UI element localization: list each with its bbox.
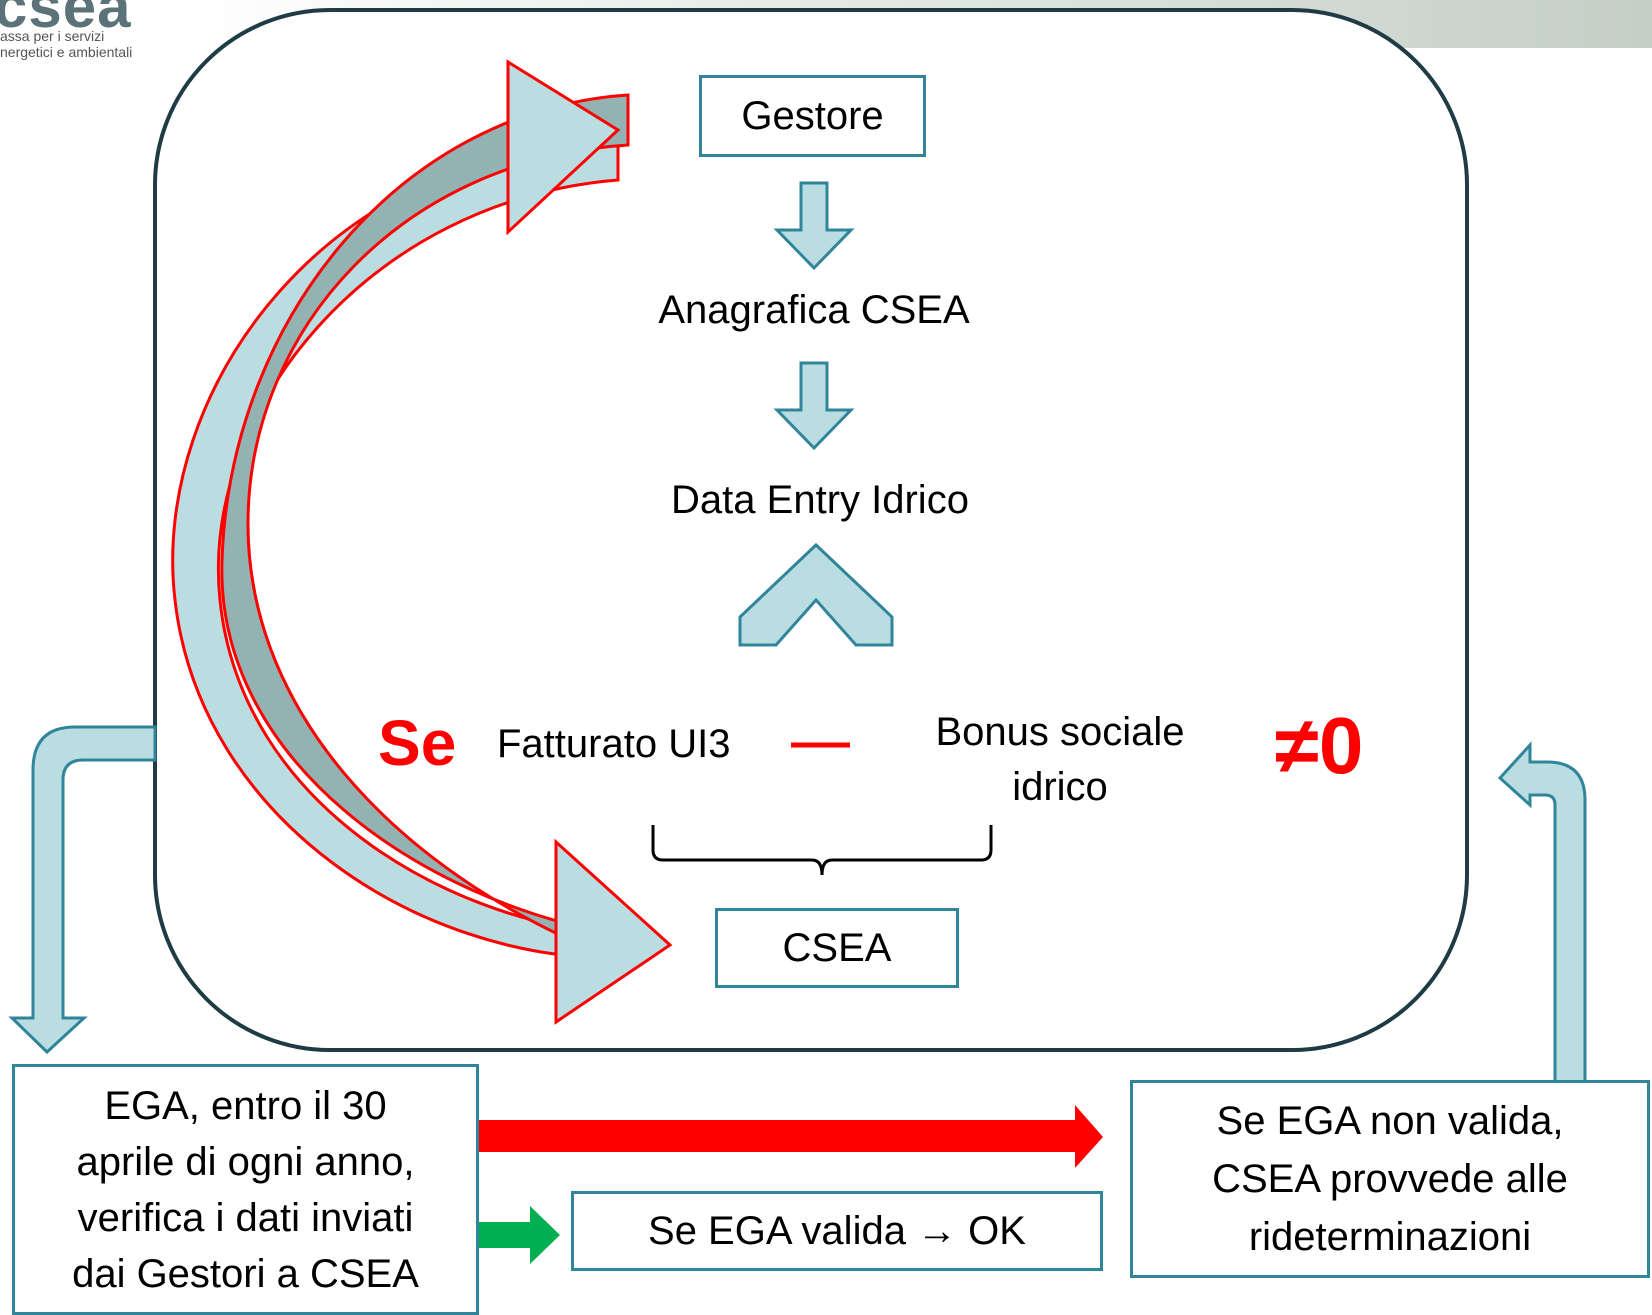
green-arrow	[478, 1206, 560, 1264]
ega-line-1: EGA, entro il 30	[104, 1083, 387, 1128]
curly-brace	[651, 825, 993, 876]
csea-label: CSEA	[782, 925, 892, 970]
se-label: Se	[378, 707, 457, 779]
csea-box: CSEA	[715, 908, 959, 988]
ega-line-2: aprile di ogni anno,	[76, 1139, 415, 1184]
right-elbow-arrow	[1497, 741, 1587, 1084]
ega-line-3: verifica i dati inviati	[77, 1195, 414, 1240]
invalid-box: Se EGA non valida, CSEA provvede alle ri…	[1130, 1080, 1650, 1278]
invalid-line-1: Se EGA non valida,	[1216, 1099, 1564, 1143]
anagrafica-label: Anagrafica CSEA	[658, 288, 970, 332]
ega-line-4: dai Gestori a CSEA	[72, 1251, 419, 1296]
curved-feedback-arrow	[171, 59, 673, 1025]
valid-label: Se EGA valida → OK	[648, 1208, 1026, 1253]
invalid-line-2: CSEA provvede alle	[1212, 1157, 1568, 1201]
logo-subtitle-line2: nergetici e ambientali	[0, 44, 133, 60]
bonus-label-line1: Bonus sociale	[935, 710, 1185, 754]
not-zero-label: ≠0	[1275, 701, 1364, 790]
fatturato-label: Fatturato UI3	[497, 722, 731, 766]
split-arrow	[738, 542, 894, 647]
csea-logo: csea assa per i servizi nergetici e ambi…	[0, 0, 180, 62]
red-arrow	[478, 1105, 1103, 1168]
logo-subtitle-line1: assa per i servizi	[0, 28, 105, 44]
left-elbow-arrow	[8, 725, 157, 1055]
ega-box: EGA, entro il 30 aprile di ogni anno, ve…	[12, 1064, 479, 1315]
valid-box: Se EGA valida → OK	[571, 1191, 1103, 1271]
bonus-label-line2: idrico	[1012, 765, 1108, 809]
gestore-box: Gestore	[699, 75, 926, 157]
invalid-line-3: rideterminazioni	[1248, 1215, 1532, 1259]
down-arrow-1	[773, 181, 855, 271]
gestore-label: Gestore	[741, 93, 884, 138]
data-entry-label: Data Entry Idrico	[671, 478, 969, 522]
down-arrow-2	[773, 361, 855, 451]
process-frame	[153, 8, 1469, 1052]
logo-wordmark: csea	[0, 0, 132, 40]
